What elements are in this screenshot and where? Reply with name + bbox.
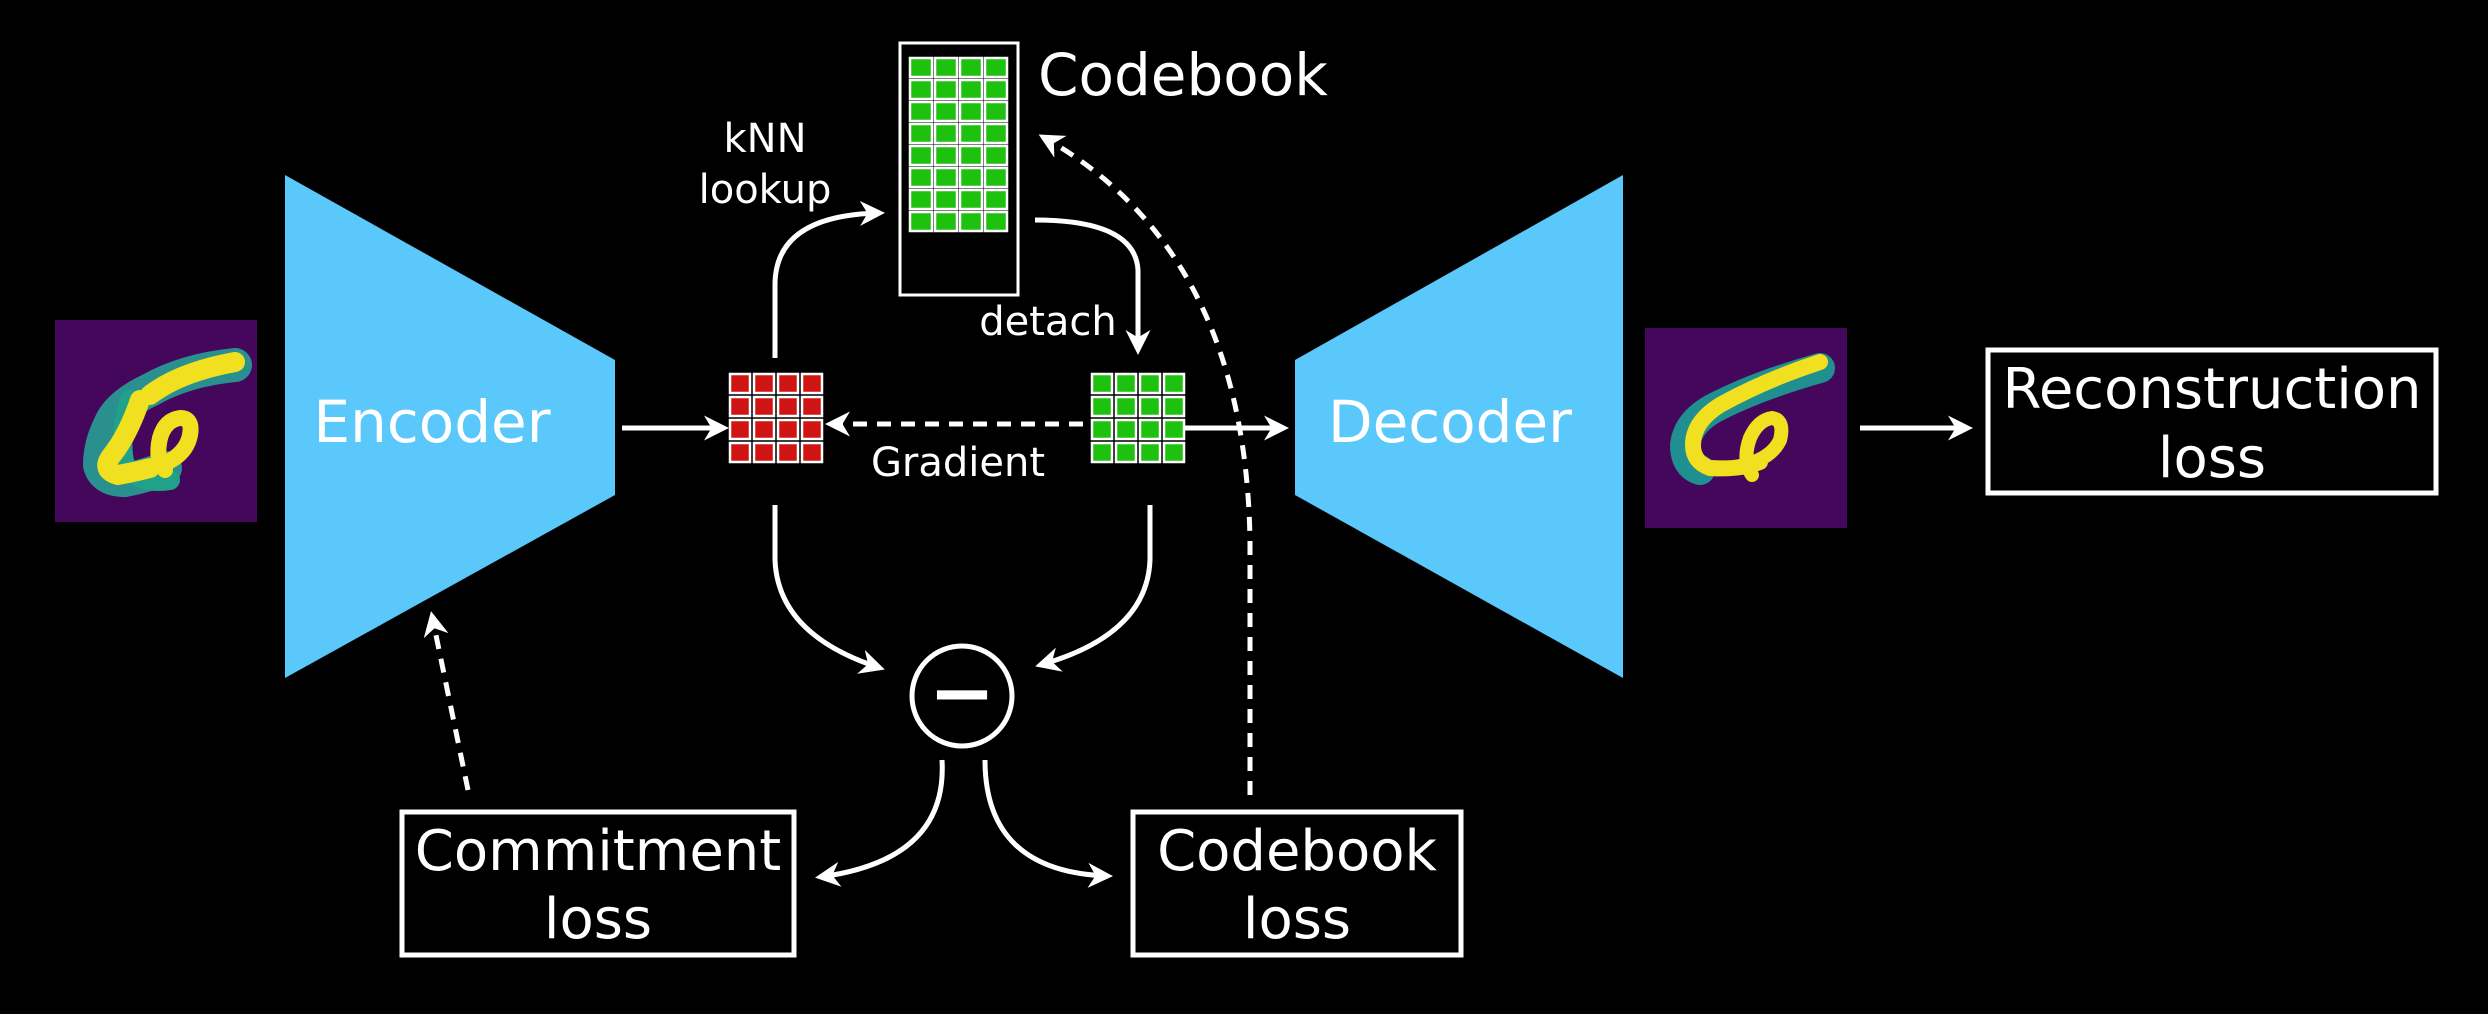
commitment-loss-line2: loss (544, 887, 652, 952)
codebook-cell (958, 100, 984, 123)
encoded-vector (728, 372, 824, 464)
quantized-cell (1138, 372, 1162, 395)
encoded-to-minus-arrow (772, 505, 885, 674)
input-digit-image (55, 320, 257, 522)
encoder-block (285, 175, 615, 678)
quantized-cell (1138, 441, 1162, 464)
codebook-loss-box (1130, 809, 1464, 958)
encoded-cell (752, 441, 776, 464)
encoded-cell (800, 441, 824, 464)
codebook-cell (958, 188, 984, 211)
codebook-cell (933, 56, 959, 79)
codebook-cell (908, 100, 934, 123)
codebook-cell (983, 78, 1009, 101)
codebook-loss-line1: Codebook (1157, 819, 1437, 884)
codebook-cell (958, 166, 984, 189)
commitment-loss-line1: Commitment (415, 819, 781, 884)
encoded-cell (776, 372, 800, 395)
quantized-cell (1114, 395, 1138, 418)
codebook-cell (983, 166, 1009, 189)
quantized-cell (1090, 441, 1114, 464)
quantized-cell (1090, 395, 1114, 418)
encoded-cell (728, 418, 752, 441)
knn-lookup-arrow (772, 200, 885, 358)
quantized-cell (1090, 418, 1114, 441)
detach-arrow (1034, 217, 1151, 355)
minus-to-commitment-arrow (815, 759, 945, 887)
codebook-cell (933, 144, 959, 167)
quantized-cell (1114, 372, 1138, 395)
encoded-cell (800, 418, 824, 441)
encoded-cell (752, 418, 776, 441)
codebook-cell (908, 188, 934, 211)
codebook-cell (983, 188, 1009, 211)
encoded-cell (728, 441, 752, 464)
output-digit-image (1645, 328, 1847, 528)
codebook-cell (958, 144, 984, 167)
quantized-cell (1138, 395, 1162, 418)
codebook-cell (933, 78, 959, 101)
reconstruction-loss-line2: loss (2158, 426, 2266, 491)
quantized-to-minus-arrow (1035, 505, 1153, 672)
encoded-cell (728, 372, 752, 395)
encoded-cell (728, 395, 752, 418)
commitment-gradient-arrow (423, 611, 471, 791)
encoded-cell (800, 372, 824, 395)
encoded-cell (800, 395, 824, 418)
codebook-cell (983, 210, 1009, 233)
codebook-cell (983, 122, 1009, 145)
codebook-cell (983, 56, 1009, 79)
codebook-cell (958, 122, 984, 145)
codebook-cell (908, 166, 934, 189)
codebook-cell (908, 56, 934, 79)
codebook-grid (908, 56, 1009, 233)
encoded-cell (752, 372, 776, 395)
detach-label: detach (979, 299, 1117, 345)
quantized-cell (1162, 372, 1186, 395)
decoder-label: Decoder (1328, 388, 1572, 456)
codebook-cell (983, 100, 1009, 123)
codebook-cell (933, 166, 959, 189)
encoded-cell (776, 395, 800, 418)
reconstruction-loss-box (1985, 347, 2439, 496)
codebook-cell (933, 100, 959, 123)
encoded-cell (752, 395, 776, 418)
codebook-cell (958, 78, 984, 101)
codebook-cell (908, 122, 934, 145)
quantized-cell (1114, 441, 1138, 464)
commitment-loss-box (399, 809, 797, 958)
codebook-cell (958, 210, 984, 233)
codebook-cell (908, 144, 934, 167)
subtract-node (909, 643, 1015, 749)
codebook-cell (958, 56, 984, 79)
decoder-block (1295, 175, 1623, 678)
codebook-cell (908, 78, 934, 101)
minus-symbol: − (928, 646, 995, 739)
codebook-loss-line2: loss (1243, 887, 1351, 952)
quantized-cell (1114, 418, 1138, 441)
knn-label-line2: lookup (699, 167, 832, 213)
codebook-cell (933, 122, 959, 145)
codebook-frame (898, 41, 1020, 297)
quantized-cell (1162, 395, 1186, 418)
codebook-cell (983, 144, 1009, 167)
encoded-cell (776, 418, 800, 441)
quantized-cell (1162, 418, 1186, 441)
quantized-cell (1138, 418, 1162, 441)
encoder-label: Encoder (313, 388, 550, 456)
codebook-cell (933, 188, 959, 211)
quantized-vector (1090, 372, 1186, 464)
quantized-cell (1090, 372, 1114, 395)
encoded-cell (776, 441, 800, 464)
quantized-cell (1162, 441, 1186, 464)
gradient-label: Gradient (871, 440, 1045, 486)
codebook-cell (908, 210, 934, 233)
knn-label-line1: kNN (723, 116, 806, 162)
codebook-title: Codebook (1038, 41, 1328, 109)
reconstruction-loss-line1: Reconstruction (2002, 357, 2421, 422)
minus-to-codebook-loss-arrow (982, 759, 1113, 888)
codebook-cell (933, 210, 959, 233)
